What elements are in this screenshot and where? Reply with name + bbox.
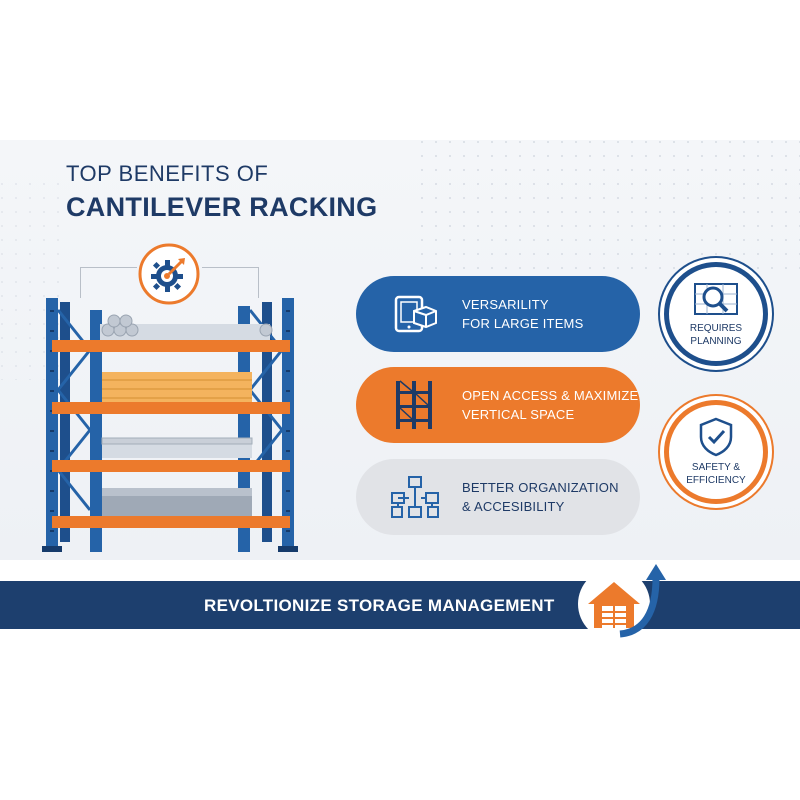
note-safety-efficiency-line-1: SAFETY & <box>691 462 741 473</box>
benefit-versatility-line-1: VERSARILITY <box>462 297 549 312</box>
benefit-open-access-line-1: OPEN ACCESS & MAXIMIZE <box>462 388 639 403</box>
org-chart-icon <box>386 468 444 526</box>
benefit-open-access: OPEN ACCESS & MAXIMIZE VERTICAL SPACE <box>356 367 640 443</box>
bottom-banner <box>0 581 800 629</box>
page-title: TOP BENEFITS OF CANTILEVER RACKING <box>66 161 377 225</box>
benefit-versatility-line-2: FOR LARGE ITEMS <box>462 316 584 331</box>
magnifier-blueprint-icon <box>694 283 738 315</box>
shield-check-icon <box>699 417 733 457</box>
note-requires-planning-line-2: PLANNING <box>690 336 742 347</box>
note-requires-planning: REQUIRES PLANNING <box>664 262 768 366</box>
background-dot-pattern <box>0 140 800 380</box>
benefit-versatility: VERSARILITY FOR LARGE ITEMS <box>356 276 640 352</box>
tablet-box-icon <box>386 285 444 343</box>
banner-text: REVOLTIONIZE STORAGE MANAGEMENT <box>204 596 555 615</box>
warehouse-arrow-icon <box>578 564 666 640</box>
title-line-1: TOP BENEFITS OF <box>66 161 269 186</box>
note-requires-planning-line-1: REQUIRES <box>689 323 743 334</box>
note-safety-efficiency: SAFETY & EFFICIENCY <box>664 400 768 504</box>
benefit-organization: BETTER ORGANIZATION & ACCESIBILITY <box>356 459 640 535</box>
note-safety-efficiency-line-2: EFFICIENCY <box>686 475 746 486</box>
benefit-organization-line-2: & ACCESIBILITY <box>462 499 565 514</box>
gear-target-icon <box>138 243 200 305</box>
title-line-2: CANTILEVER RACKING <box>66 192 378 222</box>
bracket-left <box>80 267 137 298</box>
bracket-right <box>202 267 259 298</box>
warehouse-rack-illustration <box>42 298 298 552</box>
benefit-organization-line-1: BETTER ORGANIZATION <box>462 480 619 495</box>
rack-frame-icon <box>386 376 444 434</box>
benefit-open-access-line-2: VERTICAL SPACE <box>462 407 575 422</box>
